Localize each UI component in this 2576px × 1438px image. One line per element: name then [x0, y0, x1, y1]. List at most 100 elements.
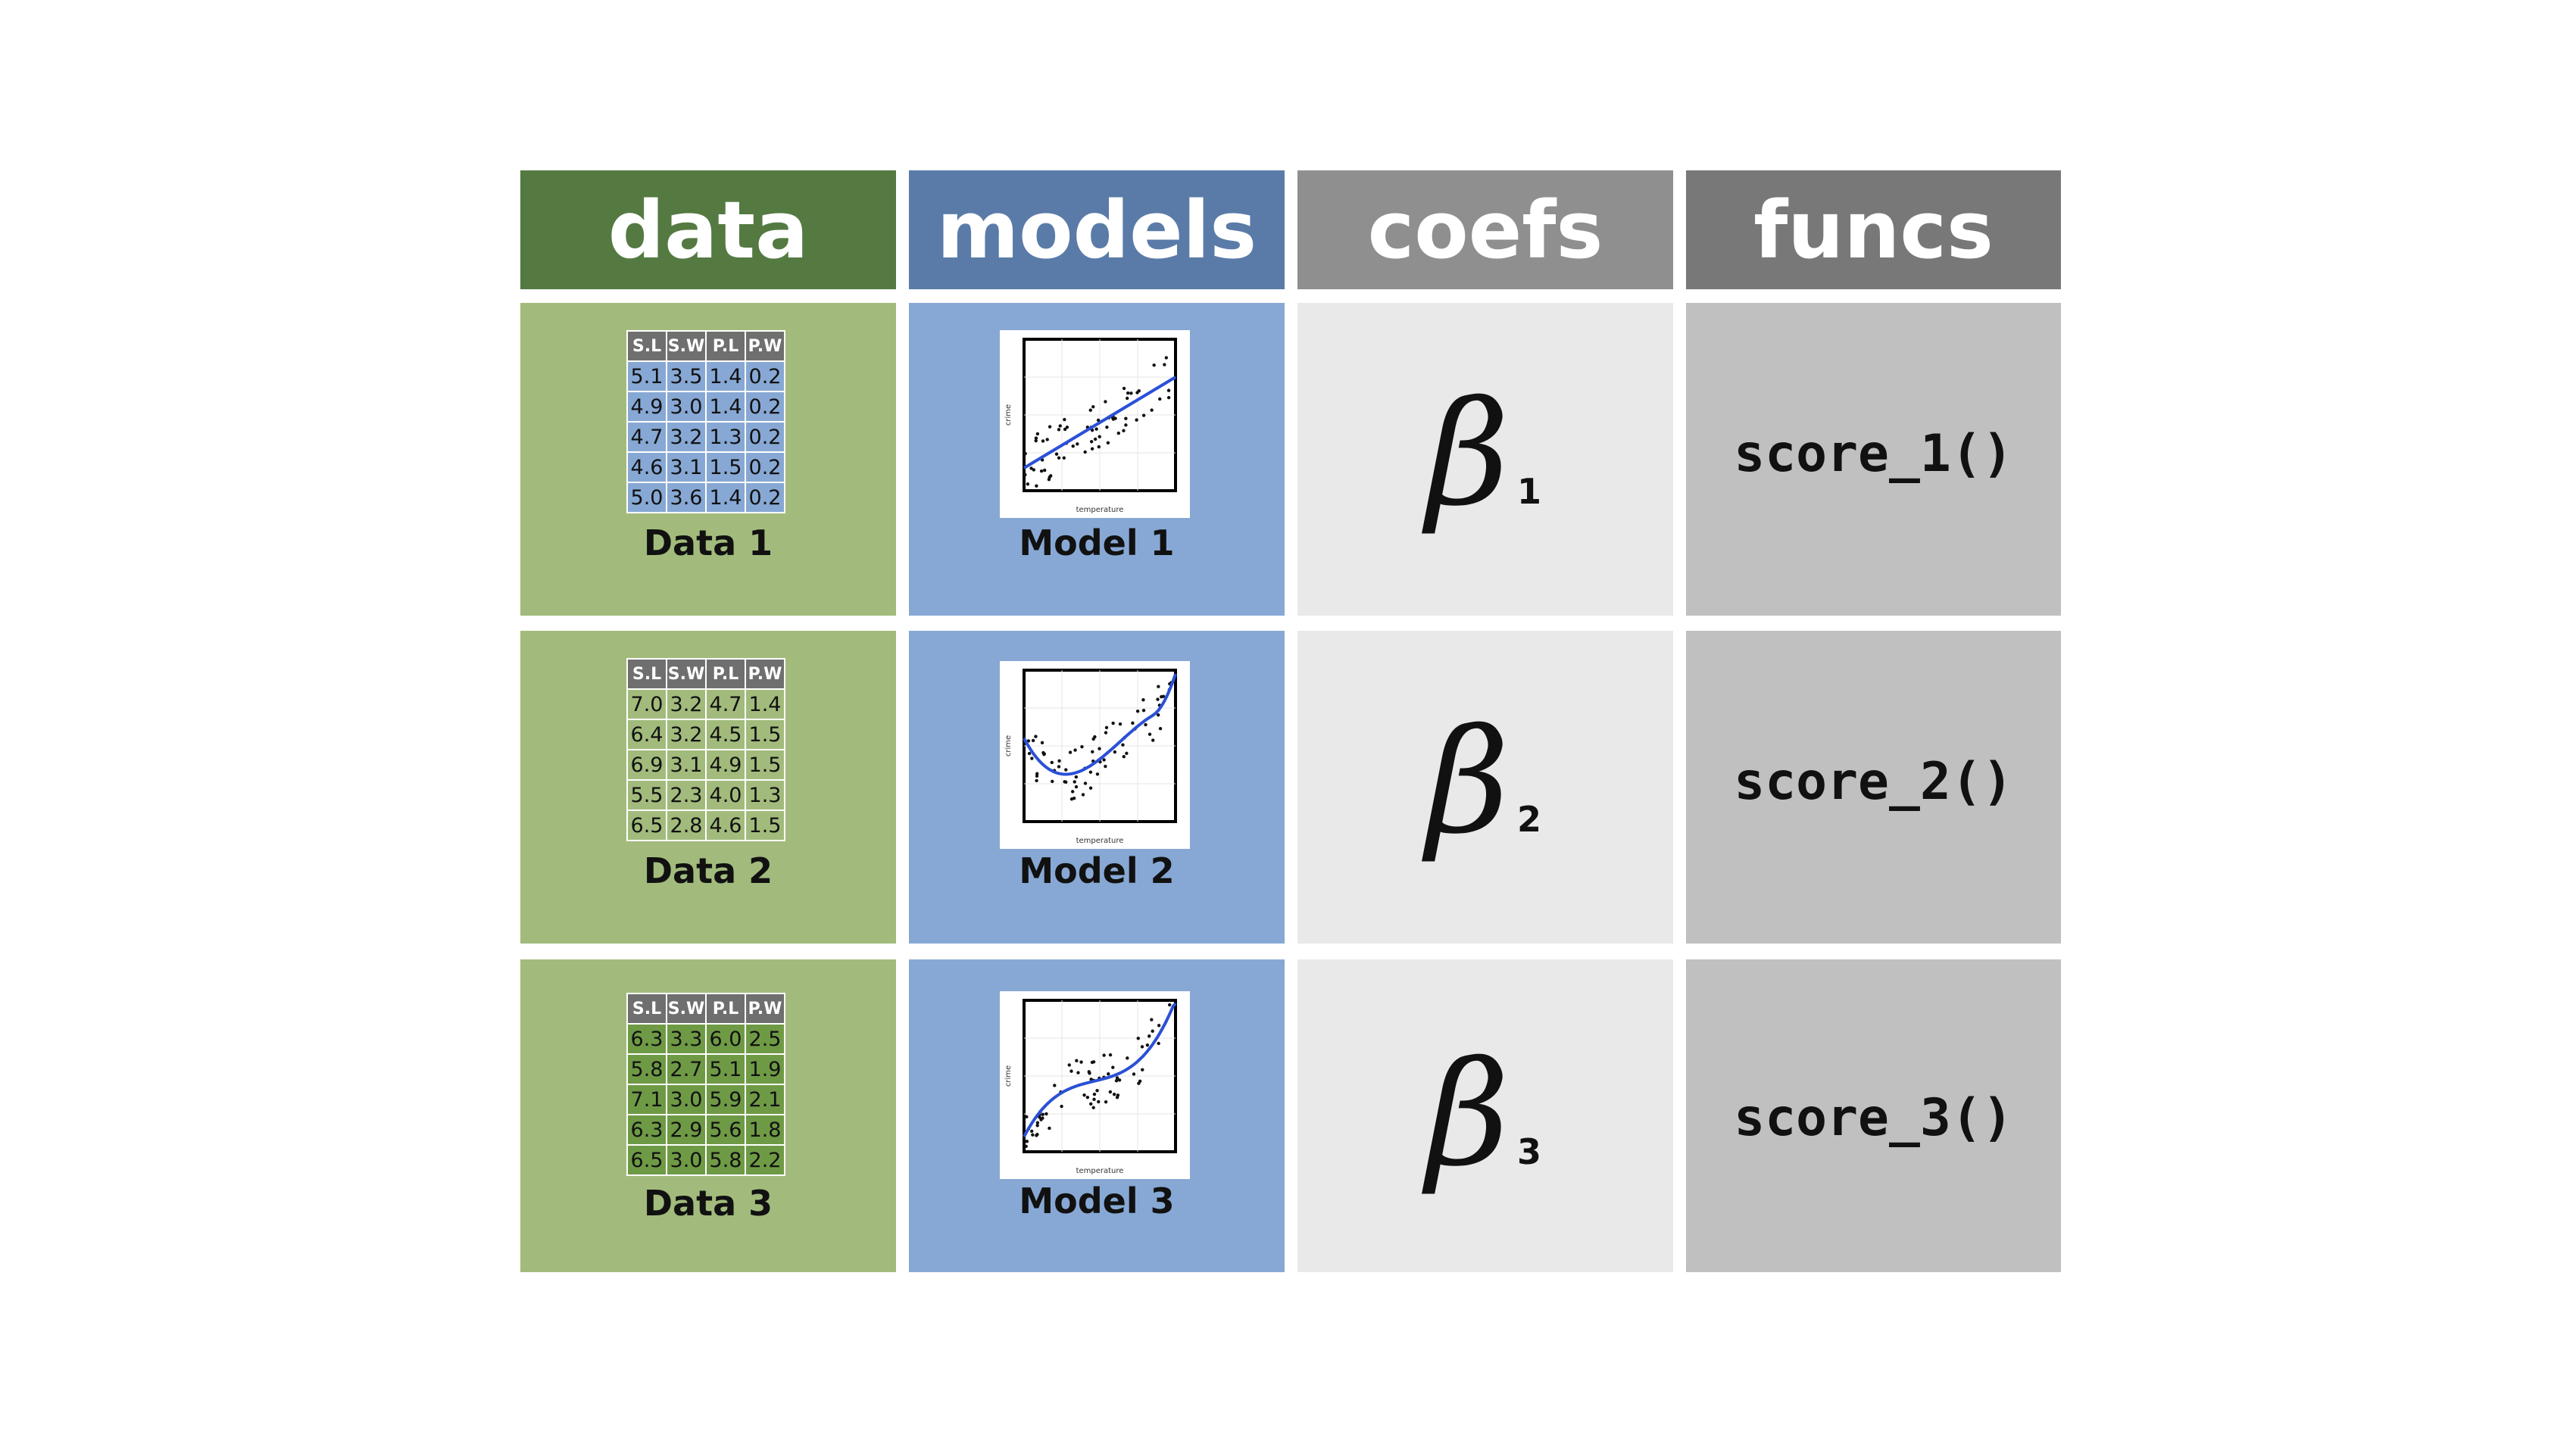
plot-point [1035, 778, 1038, 783]
plot-point [1025, 1140, 1029, 1143]
plot-point [1064, 780, 1068, 785]
plot-point [1166, 395, 1171, 400]
plot-point [1141, 697, 1145, 702]
plot-point [1122, 386, 1126, 391]
plot-point [1147, 732, 1152, 736]
plot-point [1105, 426, 1109, 429]
table-cell: 2.9 [666, 1114, 707, 1146]
plot-point [1040, 741, 1044, 745]
plot-point [1088, 786, 1093, 790]
table-cell: 3.2 [666, 688, 707, 720]
plot-point [1121, 743, 1125, 747]
plot-point [1048, 425, 1052, 429]
plot-point [1073, 748, 1077, 752]
plot-point [1147, 1034, 1151, 1038]
table-cell: 2.5 [745, 1023, 785, 1055]
plot-point [1039, 469, 1044, 473]
header-funcs: funcs [1686, 170, 2061, 289]
header-data: data [520, 170, 896, 289]
beta-subscript-3: 3 [1517, 1131, 1542, 1172]
plot-point [1145, 1043, 1150, 1047]
plot-point [1034, 436, 1038, 440]
plot-point [1074, 775, 1079, 779]
table-cell: 5.8 [626, 1053, 667, 1085]
table-header-1-1: S.L [626, 330, 667, 362]
header-coefs: coefs [1297, 170, 1673, 289]
plot-point [1152, 363, 1156, 367]
plot-point [1156, 713, 1160, 717]
header-models: models [909, 170, 1285, 289]
data-label-1: Data 1 [643, 522, 773, 563]
table-header-3-3: P.L [705, 993, 746, 1025]
table-cell: 3.5 [666, 360, 707, 392]
plot-point [1074, 785, 1079, 789]
plot-point [1136, 1037, 1140, 1040]
plot-point [1095, 772, 1100, 776]
plot-point [1129, 391, 1133, 395]
table-cell: 0.2 [745, 391, 785, 423]
table-cell: 4.9 [705, 749, 746, 781]
plot-point [1141, 1068, 1144, 1071]
plot-point [1114, 1078, 1119, 1083]
plot-point [1031, 1133, 1035, 1137]
plot-point [1163, 363, 1166, 367]
table-cell: 1.8 [745, 1114, 785, 1146]
fit-curve [1023, 673, 1177, 776]
beta-symbol-1: β [1426, 370, 1510, 538]
table-cell: 6.5 [626, 1144, 667, 1176]
plot-point [1035, 1124, 1039, 1128]
plot-point [1102, 758, 1106, 762]
plot-point [1035, 1121, 1040, 1125]
table-header-2-4: P.W [745, 658, 785, 690]
table-cell: 3.1 [666, 451, 707, 483]
plot-point [1116, 431, 1121, 435]
func-name-1: score_1() [1734, 424, 2013, 484]
table-cell: 5.5 [626, 779, 667, 811]
plot-point [1104, 731, 1108, 735]
plot-point [1135, 709, 1140, 713]
plot-point [1144, 722, 1147, 727]
plot-point [1108, 1090, 1113, 1094]
plot-point [1091, 1106, 1095, 1109]
plot-point [1027, 751, 1032, 756]
plot-point [1093, 437, 1098, 441]
beta-symbol-3: β [1426, 1031, 1510, 1198]
plot-point [1057, 765, 1061, 769]
table-header-3-4: P.W [745, 993, 785, 1025]
plot-point [1062, 456, 1066, 460]
plot-point [1026, 739, 1031, 743]
table-cell: 0.2 [745, 421, 785, 453]
plot-xlabel: temperature [1076, 1167, 1124, 1175]
plot-point [1150, 408, 1154, 412]
table-cell: 1.4 [705, 391, 746, 423]
table-cell: 2.8 [666, 809, 707, 841]
table-cell: 1.5 [745, 719, 785, 750]
table-cell: 0.2 [745, 360, 785, 392]
plot-point [1126, 391, 1130, 395]
table-cell: 6.4 [626, 719, 667, 750]
table-header-2-3: P.L [705, 658, 746, 690]
plot-point [1166, 388, 1171, 392]
plot-point [1092, 1092, 1097, 1096]
table-cell: 1.5 [745, 809, 785, 841]
plot-point [1111, 1065, 1115, 1069]
table-header-1-3: P.L [705, 330, 746, 362]
plot-point [1068, 750, 1073, 754]
plot-point [1063, 417, 1066, 422]
table-cell: 6.3 [626, 1023, 667, 1055]
table-cell: 4.0 [705, 779, 746, 811]
plot-point [1092, 1097, 1096, 1102]
table-cell: 1.3 [705, 421, 746, 453]
